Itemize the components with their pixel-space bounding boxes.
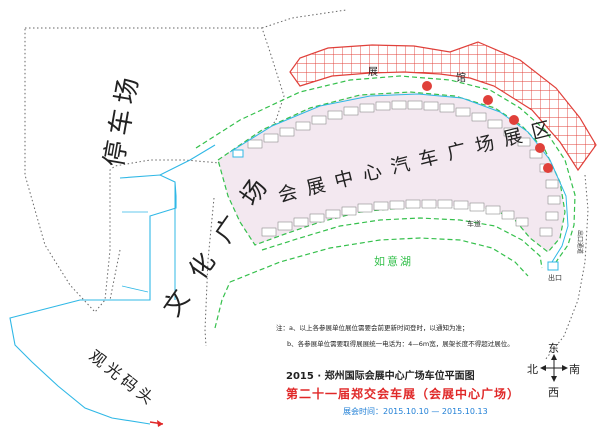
exhibition-hall [289, 41, 597, 172]
direction-arrow [149, 420, 164, 427]
note-b: b、各参展单位需要取得展展统一电话为：4—6m宽，展架长度不得超过展位。 [287, 339, 514, 348]
parking-lot-boundary [24, 27, 285, 313]
walkway-line [159, 144, 216, 176]
parking-label: 停车场 [99, 69, 145, 169]
entrance-gate [232, 149, 244, 158]
ramp-label: 车道 [467, 219, 481, 228]
lake-shore [261, 217, 543, 269]
lake-shore [214, 281, 231, 329]
compass-west: 西 [548, 386, 559, 399]
road-line [109, 249, 121, 301]
lake-shore [229, 237, 529, 283]
entrance-markers [422, 81, 553, 173]
exit-label: 出口 [548, 273, 562, 282]
compass: 东 西 北 南 [527, 342, 580, 399]
road-line [261, 9, 347, 29]
compass-east: 东 [548, 342, 559, 355]
event-title: 第二十一届郑交会车展（会展中心广场） [286, 386, 520, 401]
map-title: 2015 · 郑州国际会展中心广场车位平面图 [286, 369, 475, 382]
note-a: 注：a、以上各参展单位展位需要会前更新时间登时，以通知为准； [276, 323, 468, 332]
road-line [544, 174, 589, 361]
exit-gate [547, 261, 559, 271]
hall-label-1: 展 [368, 66, 378, 78]
compass-south: 南 [569, 363, 580, 376]
compass-north: 北 [527, 363, 538, 376]
stall-rows [247, 100, 561, 237]
walkway-line [121, 285, 149, 293]
walkway-line [9, 299, 151, 425]
event-date: 展会时间：2015.10.10 — 2015.10.13 [343, 406, 488, 416]
sightseeing-dock-label: 观光码头 [86, 346, 161, 410]
water-edge [229, 93, 569, 263]
road-line [204, 197, 215, 347]
side-entrance-label: 出口通道 [576, 230, 584, 254]
hall-label-2: 馆 [456, 71, 466, 84]
walkway-line [80, 174, 177, 301]
lake-label: 如意湖 [374, 254, 413, 268]
plaza-green-boundary-outer [195, 75, 576, 263]
expo-plaza [217, 91, 566, 253]
